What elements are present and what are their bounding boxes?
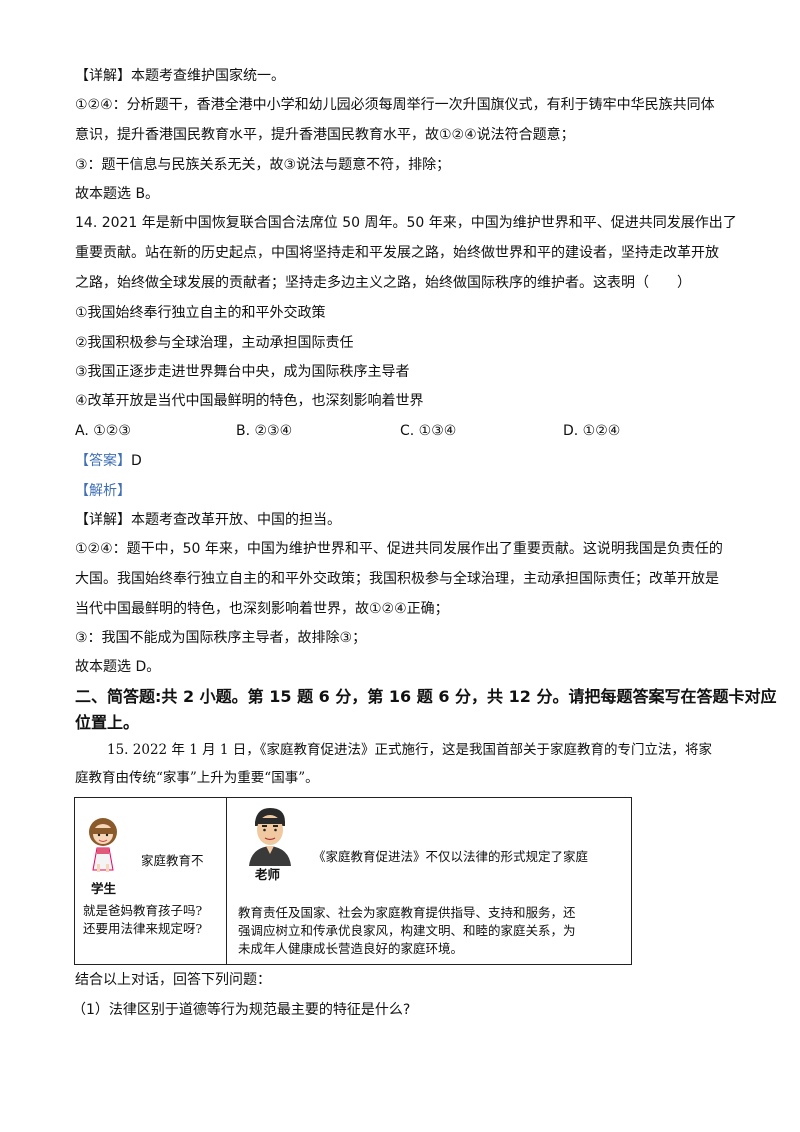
question-14-stem: 14. 2021 年是新中国恢复联合国合法席位 50 周年。50 年来，中国为维… <box>75 215 737 231</box>
teacher-text: 强调应树立和传承优良家风，构建文明、和睦的家庭关系，为 <box>238 923 576 938</box>
statement-2: ②我国积极参与全球治理，主动承担国际责任 <box>75 335 354 351</box>
text-line: 【详解】本题考查维护国家统一。 <box>75 68 285 84</box>
dialogue-divider <box>226 798 227 964</box>
student-label: 学生 <box>91 881 117 896</box>
option-c: C. ①③④ <box>400 423 457 439</box>
text-line: 当代中国最鲜明的特色，也深刻影响着世界，故①②④正确； <box>75 601 449 617</box>
text-line: 之路，始终做全球发展的贡献者；坚持走多边主义之路，始终做国际秩序的维护者。这表明… <box>75 275 691 291</box>
question-15-stem: 15. 2022 年 1 月 1 日，《家庭教育促进法》正式施行，这是我国首部关… <box>107 742 713 758</box>
instruction-line: 结合以上对话，回答下列问题： <box>75 972 271 988</box>
answer-value: D <box>131 453 142 469</box>
dialogue-box: 家庭教育不 学生 就是爸妈教育孩子吗? 还要用法律来规定呀? 《家庭教育促进法》… <box>74 797 632 965</box>
answer-line: 【答案】D <box>75 451 142 471</box>
text-line: 【详解】本题考查改革开放、中国的担当。 <box>75 512 341 528</box>
question-15-stem: 庭教育由传统“家事”上升为重要“国事”。 <box>75 770 319 786</box>
statement-1: ①我国始终奉行独立自主的和平外交政策 <box>75 305 326 321</box>
sub-question-1: （1）法律区别于道德等行为规范最主要的特征是什么? <box>72 1002 411 1018</box>
statement-4: ④改革开放是当代中国最鲜明的特色，也深刻影响着世界 <box>75 393 424 409</box>
text-line: ①②④：题干中，50 年来，中国为维护世界和平、促进共同发展作出了重要贡献。这说… <box>75 541 723 557</box>
option-b: B. ②③④ <box>236 423 293 439</box>
analysis-tag: 【解析】 <box>75 483 131 499</box>
text-line: ③：题干信息与民族关系无关，故③说法与题意不符，排除； <box>75 157 451 173</box>
text-line: 意识，提升香港国民教育水平，提升香港国民教育水平，故①②④说法符合题意； <box>75 127 575 143</box>
teacher-label: 老师 <box>255 867 281 882</box>
text-line: 大国。我国始终奉行独立自主的和平外交政策；我国积极参与全球治理，主动承担国际责任… <box>75 571 719 587</box>
text-line: ③：我国不能成为国际秩序主导者，故排除③； <box>75 630 367 646</box>
text-line: 故本题选 B。 <box>75 186 160 202</box>
statement-3: ③我国正逐步走进世界舞台中央，成为国际秩序主导者 <box>75 364 410 380</box>
section-heading: 位置上。 <box>75 713 140 732</box>
text-line: 故本题选 D。 <box>75 659 161 675</box>
teacher-text: 教育责任及国家、社会为家庭教育提供指导、支持和服务，还 <box>238 905 576 920</box>
student-avatar-icon <box>89 818 117 872</box>
option-d: D. ①②④ <box>563 423 621 439</box>
text-line: 重要贡献。站在新的历史起点，中国将坚持走和平发展之路，始终做世界和平的建设者，坚… <box>75 245 719 261</box>
option-a: A. ①②③ <box>75 423 131 439</box>
section-heading: 二、简答题:共 2 小题。第 15 题 6 分，第 16 题 6 分，共 12 … <box>75 687 777 706</box>
student-text: 就是爸妈教育孩子吗? <box>83 903 203 918</box>
teacher-bubble-text: 《家庭教育促进法》不仅以法律的形式规定了家庭 <box>313 849 589 864</box>
text-line: ①②④：分析题干，香港全港中小学和幼儿园必须每周举行一次升国旗仪式，有利于铸牢中… <box>75 97 715 113</box>
answer-tag: 【答案】 <box>75 453 131 469</box>
student-bubble-text: 家庭教育不 <box>141 853 204 868</box>
teacher-avatar-icon <box>249 808 291 866</box>
student-text: 还要用法律来规定呀? <box>83 921 203 936</box>
teacher-text: 未成年人健康成长营造良好的家庭环境。 <box>238 941 464 956</box>
